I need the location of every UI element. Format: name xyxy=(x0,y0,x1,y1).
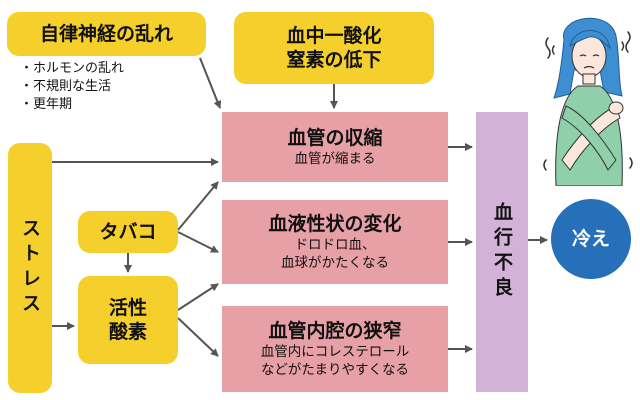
node-vasoconstriction: 血管の収縮 血管が縮まる xyxy=(222,112,448,182)
node-label-line: 酸素 xyxy=(108,321,147,343)
node-label: 血行不良 xyxy=(491,202,513,302)
arrow-tobacco-to-vasoconstriction xyxy=(177,181,219,231)
node-lumen-narrowing: 血管内腔の狭窄 血管内にコレステロール などがたまりやすくなる xyxy=(222,306,448,392)
node-nitric-oxide-decrease: 血中一酸化 窒素の低下 xyxy=(234,12,434,84)
list-item: 不規則な生活 xyxy=(20,78,124,96)
arrow-autonomic-to-vasoconstriction xyxy=(199,57,222,109)
node-desc: 血管内にコレステロール xyxy=(260,344,410,360)
node-label-line: 窒素の低下 xyxy=(286,49,382,71)
node-cold: 冷え xyxy=(551,199,631,279)
node-desc: 血管が縮まる xyxy=(294,151,376,167)
node-label: 自律神経の乱れ xyxy=(39,23,173,45)
node-title: 血液性状の変化 xyxy=(268,213,402,235)
node-label: ストレス xyxy=(19,218,41,318)
node-autonomic-imbalance: 自律神経の乱れ xyxy=(7,12,206,56)
list-item: ホルモンの乱れ xyxy=(20,60,124,78)
arrow-tobacco-to-blood-change xyxy=(177,231,219,253)
woman-feeling-cold-illustration xyxy=(543,17,633,186)
list-item: 更年期 xyxy=(20,96,124,114)
node-desc: 血球がかたくなる xyxy=(281,255,389,271)
arrow-ros-to-lumen xyxy=(177,317,219,357)
node-poor-circulation: 血行不良 xyxy=(476,112,528,392)
node-stress: ストレス xyxy=(8,143,52,393)
node-desc: などがたまりやすくなる xyxy=(260,362,410,378)
node-tobacco: タバコ xyxy=(78,211,178,253)
node-desc: ドロドロ血、 xyxy=(294,237,376,253)
node-title: 血管の収縮 xyxy=(287,127,383,149)
node-blood-property-change: 血液性状の変化 ドロドロ血、 血球がかたくなる xyxy=(222,200,448,284)
node-label-line: 活性 xyxy=(108,297,147,319)
node-label-line: 血中一酸化 xyxy=(286,25,382,47)
autonomic-causes-list: ホルモンの乱れ 不規則な生活 更年期 xyxy=(20,60,124,114)
node-label: 冷え xyxy=(571,228,610,250)
node-reactive-oxygen: 活性 酸素 xyxy=(78,276,178,364)
node-title: 血管内腔の狭窄 xyxy=(268,320,402,342)
node-label: タバコ xyxy=(99,221,157,243)
arrow-ros-to-blood-change xyxy=(177,283,219,311)
